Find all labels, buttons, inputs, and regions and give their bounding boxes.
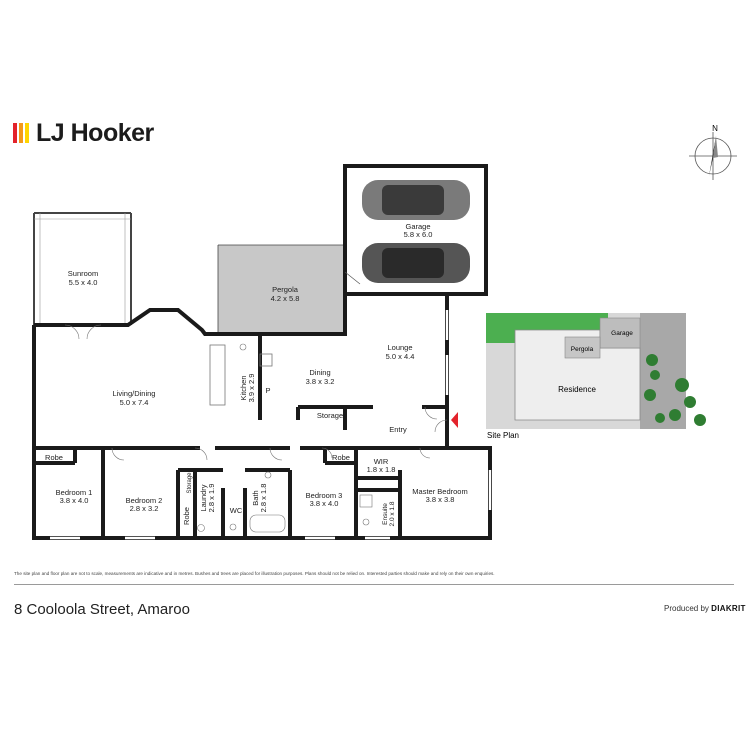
brand-name: LJ Hooker [36, 118, 154, 147]
sunroom-outline [33, 212, 132, 325]
room-bedroom-2-name: Bedroom 2 [126, 496, 163, 505]
producer-name: DIAKRIT [711, 604, 746, 613]
site-pergola-outline [564, 336, 601, 359]
room-lounge-size: 5.0 x 4.4 [386, 352, 415, 361]
room-garage-name: Garage [405, 222, 430, 231]
bathroom-fittings [197, 471, 373, 533]
produced-by-label: Produced by [664, 604, 709, 613]
site-pergola-label: Pergola [571, 346, 594, 353]
footer-divider [14, 584, 734, 585]
pergola-area [218, 245, 347, 333]
site-garage-label: Garage [611, 330, 633, 337]
room-storage-hall-name: Storage [317, 411, 343, 420]
room-laundry-size: 2.8 x 1.9 [207, 484, 216, 513]
room-storage-small-name: Storage [187, 472, 193, 494]
room-garage-size: 5.8 x 6.0 [404, 230, 433, 239]
tree-icon [644, 354, 706, 426]
entry-marker-icon [451, 412, 458, 428]
brand-stripes-icon [13, 123, 29, 143]
room-lounge-name: Lounge [387, 343, 412, 352]
house-walls [32, 294, 492, 540]
producer-credit: Produced by DIAKRIT [664, 604, 746, 613]
site-plan-title: Site Plan [487, 431, 519, 440]
room-ensuite-name: Ensuite [382, 503, 389, 525]
room-sunroom-size: 5.5 x 4.0 [69, 278, 98, 287]
room-bedroom-1-name: Bedroom 1 [56, 488, 93, 497]
room-pergola-size: 4.2 x 5.8 [271, 294, 300, 303]
room-pantry-name: P [265, 386, 270, 395]
room-kitchen-size: 3.9 x 2.9 [247, 374, 256, 403]
room-living-dining-name: Living/Dining [113, 389, 156, 398]
room-bedroom-3-name: Bedroom 3 [306, 491, 343, 500]
site-plan: Site Plan Garage Pergola Residence [486, 313, 706, 440]
room-bath-size: 2.8 x 1.8 [259, 484, 268, 513]
room-wc-name: WC [230, 506, 243, 515]
compass-north-label: N [712, 124, 718, 133]
room-dining-size: 3.8 x 3.2 [306, 377, 335, 386]
room-laundry-name: Laundry [199, 484, 208, 511]
brand-logo: LJ Hooker [13, 118, 154, 147]
garage-block [343, 164, 488, 296]
room-bath-name: Bath [251, 490, 260, 505]
room-master-bedroom-name: Master Bedroom [412, 487, 467, 496]
windows [50, 310, 492, 540]
room-robe-3-name: Robe [332, 453, 350, 462]
compass-icon: N [689, 124, 737, 180]
room-kitchen-name: Kitchen [239, 375, 248, 400]
room-dining-name: Dining [309, 368, 330, 377]
room-living-dining-size: 5.0 x 7.4 [120, 398, 149, 407]
room-bedroom-2-size: 2.8 x 3.2 [130, 504, 159, 513]
room-bedroom-3-size: 3.8 x 4.0 [310, 499, 339, 508]
car-icon [362, 243, 470, 283]
kitchen-fittings [209, 343, 273, 406]
room-robe-1-name: Robe [45, 453, 63, 462]
room-wir-size: 1.8 x 1.8 [367, 465, 396, 474]
room-bedroom-1-size: 3.8 x 4.0 [60, 496, 89, 505]
site-garage-outline [599, 317, 641, 349]
room-master-bedroom-size: 3.8 x 3.8 [426, 495, 455, 504]
room-ensuite-size: 2.0 x 1.8 [389, 501, 396, 526]
property-address: 8 Cooloola Street, Amaroo [14, 601, 190, 618]
room-pergola-name: Pergola [272, 285, 299, 294]
room-wir-name: WIR [374, 457, 389, 466]
door-swings [64, 324, 448, 461]
disclaimer-text: The site plan and floor plan are not to … [14, 571, 495, 576]
room-robe-2-name: Robe [182, 507, 191, 525]
room-entry-name: Entry [389, 425, 407, 434]
site-residence-label: Residence [558, 385, 596, 394]
room-sunroom-name: Sunroom [68, 269, 98, 278]
car-icon [362, 180, 470, 220]
